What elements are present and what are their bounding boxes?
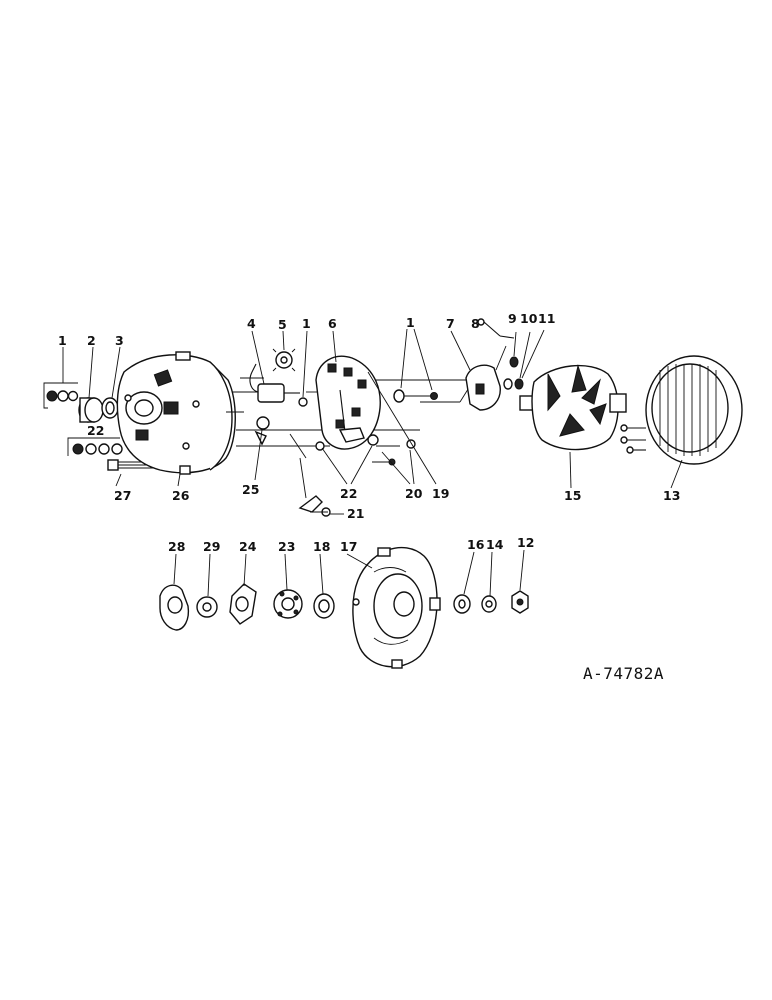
callout-13: 13	[663, 488, 680, 503]
callout-7: 7	[446, 316, 455, 331]
drive-end-frame	[116, 351, 262, 475]
callout-21: 21	[347, 506, 364, 521]
callout-29: 29	[203, 539, 220, 554]
callout-20: 20	[405, 486, 423, 501]
callout-5: 5	[278, 317, 287, 332]
callout-23: 23	[278, 539, 295, 554]
callout-14: 14	[486, 537, 504, 552]
left-fastener-group	[43, 382, 170, 471]
callout-8: 8	[471, 316, 480, 331]
callout-2: 2	[87, 333, 96, 348]
callout-19: 19	[432, 486, 449, 501]
callout-3: 3	[115, 333, 124, 348]
callout-11: 11	[538, 311, 555, 326]
rectifier-bridge	[315, 355, 381, 451]
callout-1: 1	[406, 315, 415, 330]
callout-26: 26	[172, 488, 190, 503]
callout-9: 9	[508, 311, 517, 326]
callout-labels: 1 2 3 22 27 26 4 5 1 6 1 25 22 20 19 21 …	[58, 311, 680, 554]
brush-holder	[465, 318, 524, 411]
callout-12: 12	[517, 535, 534, 550]
bottom-row-parts	[159, 546, 529, 669]
stator	[620, 355, 743, 465]
callout-17: 17	[340, 539, 357, 554]
callout-16: 16	[467, 537, 485, 552]
callout-1: 1	[58, 333, 67, 348]
callout-1: 1	[302, 316, 311, 331]
callout-4: 4	[247, 316, 256, 331]
callout-25: 25	[242, 482, 259, 497]
callout-15: 15	[564, 488, 581, 503]
leader-lines	[62, 328, 683, 597]
callout-27: 27	[114, 488, 131, 503]
rotor	[519, 364, 627, 451]
callout-18: 18	[313, 539, 330, 554]
callout-28: 28	[168, 539, 185, 554]
callout-6: 6	[328, 316, 337, 331]
callout-24: 24	[239, 539, 257, 554]
figure-reference-code: A-74782A	[583, 664, 665, 683]
terminal-screws	[298, 389, 438, 517]
callout-10: 10	[520, 311, 538, 326]
callout-22: 22	[87, 423, 104, 438]
callout-22: 22	[340, 486, 357, 501]
